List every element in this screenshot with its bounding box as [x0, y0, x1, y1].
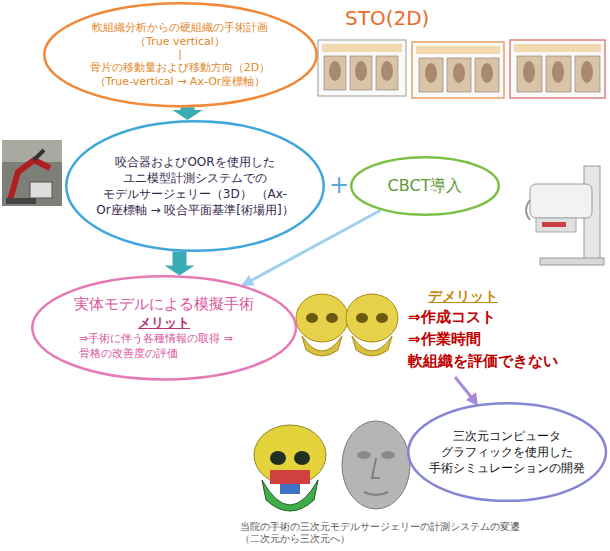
- demerit-item: 軟組織を評価できない: [408, 352, 558, 371]
- cbct-machine: [526, 166, 604, 265]
- node-text: 咬合器およびOORを使用した ユニ模型計測システムでの モデルサージェリー（3D…: [79, 154, 311, 218]
- model-surgery-ellipse: 咬合器およびOORを使用した ユニ模型計測システムでの モデルサージェリー（3D…: [65, 120, 325, 252]
- demerit-item: ⇒作業時間: [408, 330, 481, 349]
- ellipse-border: [408, 403, 606, 501]
- divider-line: [177, 49, 183, 61]
- cg-simulation-ellipse: 三次元コンピュータ グラフィックを使用した 手術シミュレーションの開発: [407, 402, 607, 502]
- ellipse-border: [66, 121, 324, 251]
- divider-stroke: [179, 50, 180, 60]
- demerit-heading: デメリット: [428, 287, 498, 305]
- node-text: ⇒手術に伴う各種情報の取得 ⇒骨格の改善度の評価: [79, 331, 249, 361]
- mock-surgery-ellipse: 実体モデルによる模擬手術メリット⇒手術に伴う各種情報の取得 ⇒骨格の改善度の評価: [31, 275, 297, 381]
- text-stack: 軟組織分析からの硬組織の手術計画 （True vertical） 骨片の移動量およ…: [43, 2, 318, 107]
- demerit-item: ⇒作成コスト: [408, 308, 496, 327]
- node-text: 骨片の移動量および移動方向（2D） （True-vertical → Ax-Or…: [75, 61, 285, 89]
- purple-arrow: [455, 377, 478, 406]
- figure-caption: 当院の手術の三次元モデルサージェリーの計測システムの変遷 （二次元から三次元へ）: [240, 521, 550, 545]
- connector-arrow: [242, 210, 380, 285]
- node-text: 軟組織分析からの硬組織の手術計画 （True vertical）: [75, 21, 285, 49]
- ellipse-border: [32, 276, 296, 379]
- text-stack: CBCT導入: [350, 156, 500, 216]
- sto-panels: [318, 40, 605, 98]
- cbct-ellipse: CBCT導入: [350, 156, 500, 216]
- ellipse-border: [351, 157, 499, 215]
- ellipse-border: [44, 3, 316, 106]
- panel-title: STO(2D): [345, 6, 429, 31]
- cg-images: [254, 421, 410, 511]
- skull-models: [296, 294, 398, 356]
- articulator-photo: [2, 140, 62, 206]
- node-text: 実体モデルによる模擬手術: [74, 295, 254, 314]
- node-text: CBCT導入: [388, 176, 463, 196]
- text-stack: 実体モデルによる模擬手術メリット⇒手術に伴う各種情報の取得 ⇒骨格の改善度の評価: [31, 275, 297, 381]
- plus-sign: +: [329, 170, 349, 200]
- block-arrow: [165, 252, 195, 276]
- text-stack: 咬合器およびOORを使用した ユニ模型計測システムでの モデルサージェリー（3D…: [65, 120, 325, 252]
- text-stack: 三次元コンピュータ グラフィックを使用した 手術シミュレーションの開発: [407, 402, 607, 502]
- block-arrow: [173, 107, 203, 120]
- ellipse-outline: [65, 120, 325, 252]
- plan-ellipse: 軟組織分析からの硬組織の手術計画 （True vertical） 骨片の移動量およ…: [43, 2, 318, 107]
- node-text: 三次元コンピュータ グラフィックを使用した 手術シミュレーションの開発: [417, 428, 597, 476]
- node-text: メリット: [138, 314, 190, 331]
